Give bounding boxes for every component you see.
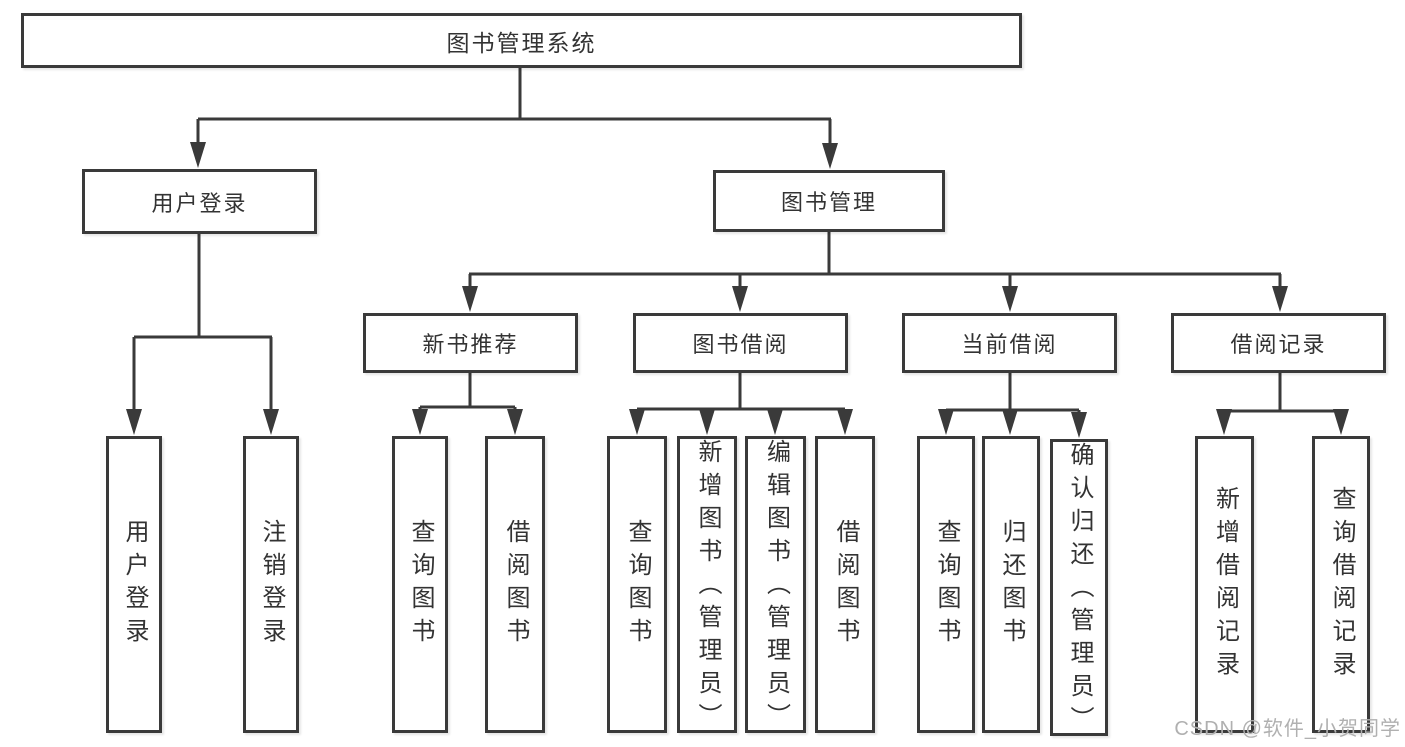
arrowhead-icon — [1002, 409, 1018, 435]
arrowhead-icon — [837, 409, 853, 435]
arrowhead-icon — [462, 286, 478, 312]
arrowhead-icon — [1002, 286, 1018, 312]
arrowhead-icon — [263, 409, 279, 435]
node-label: 查询图书 — [624, 518, 651, 651]
node-label: 图书管理 — [780, 190, 877, 215]
node-label: 借阅记录 — [1230, 332, 1327, 357]
node-label: 查询图书 — [933, 518, 960, 651]
node-user-login: 用户登录 — [82, 169, 317, 234]
arrowhead-icon — [190, 142, 206, 168]
leaf-nb-query-books: 查询图书 — [392, 436, 448, 733]
node-label: 新增借阅记录 — [1211, 485, 1239, 684]
arrowhead-icon — [938, 409, 954, 435]
node-label: 借阅图书 — [832, 518, 859, 651]
node-label: 归还图书 — [998, 518, 1025, 651]
node-label: 图书借阅 — [692, 332, 789, 357]
node-current-borrowing: 当前借阅 — [902, 313, 1117, 373]
leaf-logout: 注销登录 — [243, 436, 299, 733]
node-label: 当前借阅 — [961, 332, 1058, 357]
arrowhead-icon — [1216, 409, 1232, 435]
node-label: 查询借阅记录 — [1328, 485, 1355, 684]
leaf-cb-query-books: 查询图书 — [917, 436, 975, 733]
arrowhead-icon — [732, 286, 748, 312]
node-book-borrowing: 图书借阅 — [633, 313, 848, 373]
arrowhead-icon — [629, 409, 645, 435]
arrowhead-icon — [1071, 412, 1087, 438]
leaf-br-add-record: 新增借阅记录 — [1195, 436, 1254, 733]
node-label: 新书推荐 — [422, 332, 519, 357]
node-new-book-recommend: 新书推荐 — [363, 313, 578, 373]
leaf-bb-borrow-books: 借阅图书 — [815, 436, 875, 733]
arrowhead-icon — [412, 409, 428, 435]
node-label: 确认归还（管理员） — [1066, 442, 1093, 739]
node-borrowing-records: 借阅记录 — [1171, 313, 1386, 373]
leaf-bb-query-books: 查询图书 — [607, 436, 667, 733]
node-label: 借阅图书 — [502, 518, 529, 651]
node-label: 用户登录 — [151, 190, 248, 216]
node-label: 图书管理系统 — [446, 29, 597, 56]
node-label: 用户登录 — [121, 518, 148, 651]
arrowhead-icon — [1333, 409, 1349, 435]
arrowhead-icon — [126, 409, 142, 435]
csdn-watermark: CSDN @软件_小贺同学 — [1174, 718, 1401, 740]
node-label: 查询图书 — [407, 518, 434, 651]
leaf-bb-add-books-admin: 新增图书（管理员） — [677, 436, 737, 736]
arrowhead-icon — [507, 409, 523, 435]
arrowhead-icon — [767, 409, 783, 435]
node-label: 注销登录 — [258, 518, 285, 651]
leaf-bb-edit-books-admin: 编辑图书（管理员） — [745, 436, 806, 736]
leaf-nb-borrow-books: 借阅图书 — [485, 436, 545, 733]
leaf-cb-return-books: 归还图书 — [982, 436, 1040, 733]
arrowhead-icon — [699, 409, 715, 435]
node-label: 新增图书（管理员） — [694, 439, 721, 736]
arrowhead-icon — [1272, 286, 1288, 312]
leaf-user-login: 用户登录 — [106, 436, 162, 733]
arrowhead-icon — [822, 143, 838, 169]
leaf-cb-confirm-return-admin: 确认归还（管理员） — [1050, 439, 1108, 739]
node-label: 编辑图书（管理员） — [762, 439, 790, 736]
leaf-br-query-record: 查询借阅记录 — [1312, 436, 1370, 733]
node-book-management: 图书管理 — [713, 170, 945, 232]
node-library-management-system: 图书管理系统 — [21, 13, 1022, 68]
